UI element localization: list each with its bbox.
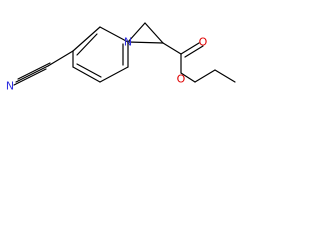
cyclopropane-bond-1 xyxy=(127,22,146,43)
nitrile-group xyxy=(13,62,51,86)
cyclopropane-ring xyxy=(127,22,164,44)
ring-bond-a xyxy=(47,50,74,67)
ester-bond-2 xyxy=(180,42,200,55)
ring-double-3 xyxy=(76,63,102,78)
ester-bond-4 xyxy=(180,72,196,83)
ester-oxygen-label: O xyxy=(177,73,186,86)
cyclopropane-bond-3 xyxy=(127,41,164,44)
pyridine-ring xyxy=(47,26,129,83)
ester-bond-1 xyxy=(162,42,182,55)
nitrile-bond-2 xyxy=(17,62,51,80)
ethyl-bond-2 xyxy=(214,69,236,83)
nitrile-nitrogen-label: N xyxy=(6,80,14,93)
carbonyl-oxygen-label: O xyxy=(199,36,208,49)
molecule-structure: N N O O xyxy=(0,0,243,108)
ring-bond-c xyxy=(99,26,129,43)
nitrile-bond-3 xyxy=(13,68,47,86)
ester-group xyxy=(162,42,236,83)
cyclopropane-bond-2 xyxy=(144,22,164,44)
pyridine-nitrogen-label: N xyxy=(124,36,132,49)
structure-canvas: N N O O xyxy=(0,0,243,108)
ethyl-bond-1 xyxy=(194,69,216,83)
nitrile-bond-1 xyxy=(15,65,49,83)
background xyxy=(0,0,243,108)
ring-bond-b xyxy=(72,26,101,52)
ring-bond-f xyxy=(72,66,101,83)
ring-double-1 xyxy=(76,33,98,56)
ring-bond-e xyxy=(99,66,129,83)
ester-double-bond xyxy=(184,45,204,58)
